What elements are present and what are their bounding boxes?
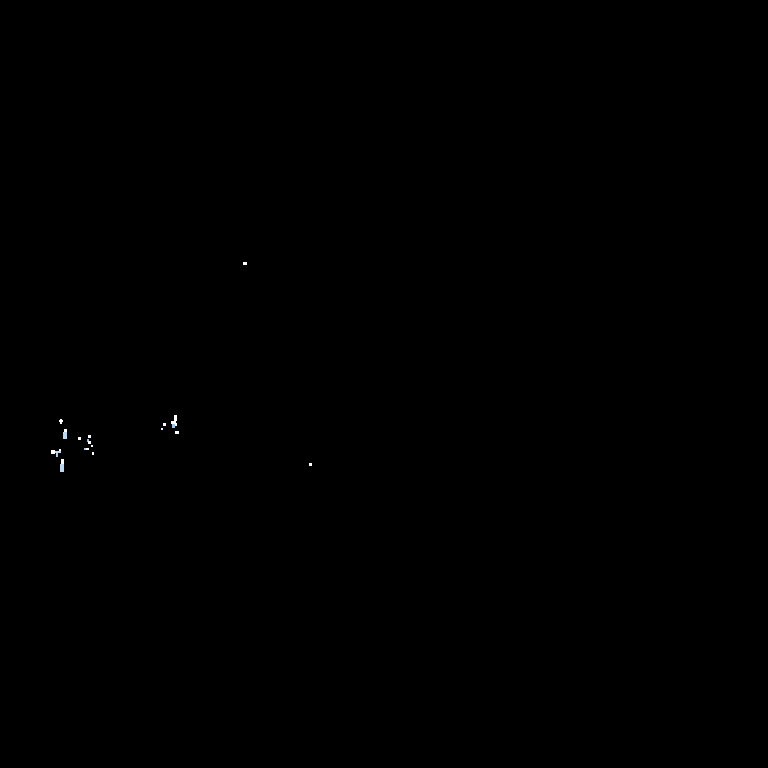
light-speck-sparkle-horizontal <box>59 420 63 422</box>
light-speck-blob-c2-edge <box>175 423 177 426</box>
light-speck-dot-c4 <box>161 428 163 430</box>
light-speck-squiggle-c1 <box>174 415 177 421</box>
light-speck-streak-bar-blue <box>55 451 61 453</box>
light-speck-streak-head-white <box>51 450 55 454</box>
light-speck-streak-dot-white <box>59 449 61 451</box>
light-speck-dot-b2-bottom <box>88 441 91 444</box>
light-speck-dash-b4-blue <box>84 448 86 450</box>
light-speck-dash-b4-white <box>86 448 89 450</box>
light-speck-dot-c3 <box>163 423 166 426</box>
light-speck-dot-b1 <box>78 437 81 440</box>
light-speck-blob-c2-white <box>171 421 176 424</box>
light-speck-blob-top-white <box>64 429 67 433</box>
light-speck-blob-c2-blue <box>172 424 175 428</box>
light-speck-dot-b2-blue <box>87 439 89 442</box>
light-speck-dot-b2-top <box>88 435 91 438</box>
light-speck-isolated-rectangle <box>243 262 247 265</box>
light-speck-dot-b3 <box>91 445 93 447</box>
light-speck-column-white-segment <box>61 459 64 464</box>
light-speck-isolated-dot <box>309 463 312 466</box>
light-speck-dash-c5 <box>175 431 179 434</box>
light-speck-column-blue-segment <box>60 464 64 472</box>
light-speck-dot-b5 <box>92 452 94 455</box>
light-speck-streak-descender-blue <box>56 453 58 457</box>
light-speck-blob-body-blue <box>63 432 67 439</box>
